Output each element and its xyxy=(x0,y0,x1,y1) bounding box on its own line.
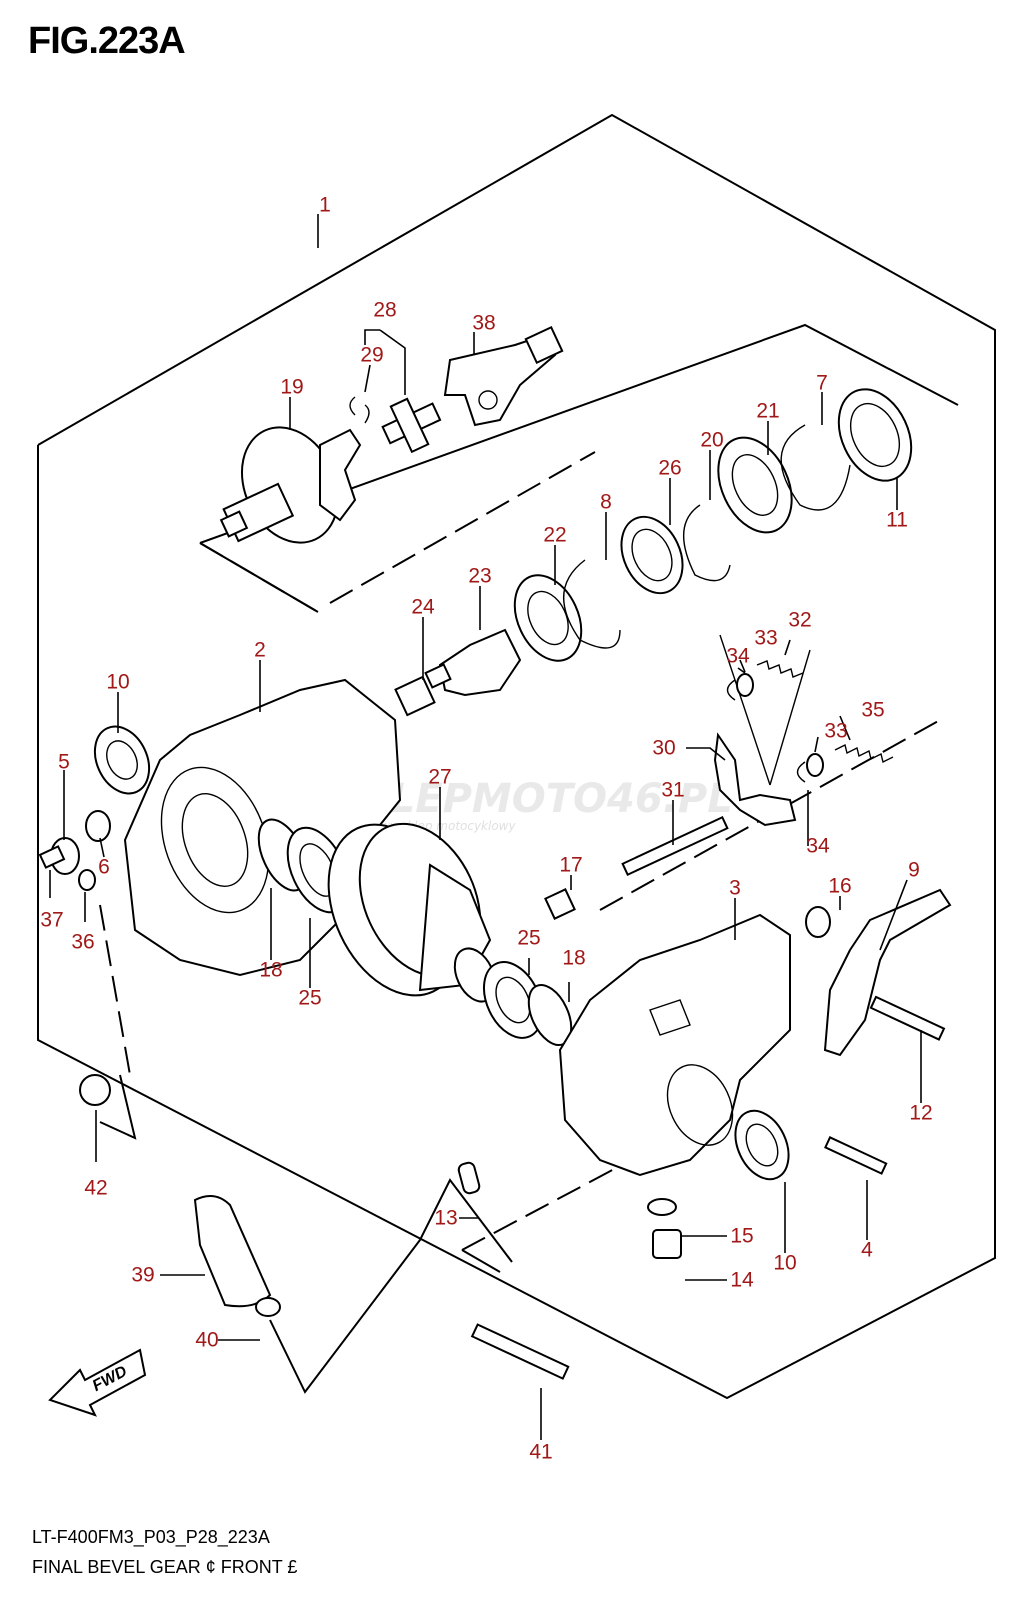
callout: 33 xyxy=(754,627,777,650)
callout: 22 xyxy=(543,524,566,547)
callout: 24 xyxy=(411,596,435,619)
callout: 11 xyxy=(886,509,908,532)
callout: 15 xyxy=(730,1225,753,1248)
callout: 34 xyxy=(806,835,830,858)
figure-footer: LT-F400FM3_P03_P28_223A FINAL BEVEL GEAR… xyxy=(32,1522,297,1582)
rear-case-3 xyxy=(558,913,791,1177)
callout: 2 xyxy=(254,639,266,662)
callout: 41 xyxy=(529,1441,552,1464)
callout: 29 xyxy=(360,344,383,367)
figure-title: FIG.223A xyxy=(28,20,186,62)
callout: 36 xyxy=(71,931,94,954)
callout: 13 xyxy=(434,1207,457,1230)
callout: 31 xyxy=(661,779,684,802)
callout: 39 xyxy=(131,1264,154,1287)
callout: 14 xyxy=(730,1269,754,1292)
callout-labels: 1 2 3 4 5 6 7 8 9 10 10 11 12 13 14 15 1… xyxy=(40,194,932,1464)
callout: 32 xyxy=(788,609,811,632)
callout: 25 xyxy=(298,987,321,1010)
callout: 33 xyxy=(824,720,847,743)
universal-joint-28 xyxy=(349,396,442,454)
figure-code: LT-F400FM3_P03_P28_223A xyxy=(32,1527,270,1547)
callout: 4 xyxy=(861,1239,873,1262)
left-small-parts xyxy=(38,725,151,891)
callout: 16 xyxy=(828,875,851,898)
callout: 26 xyxy=(658,457,681,480)
yoke-shaft-38 xyxy=(443,325,564,427)
callout: 42 xyxy=(84,1177,107,1200)
callout: 10 xyxy=(106,671,129,694)
callout: 37 xyxy=(40,909,63,932)
bearings-upper xyxy=(513,388,913,662)
figure-caption: FINAL BEVEL GEAR ¢ FRONT £ xyxy=(32,1557,298,1577)
leader-lines xyxy=(49,214,922,1440)
bearing-25-right xyxy=(482,961,573,1046)
shift-fork-assembly xyxy=(621,634,894,877)
callout: 23 xyxy=(468,565,491,588)
callout: 28 xyxy=(373,299,396,322)
flange-yoke-19 xyxy=(219,426,362,544)
ring-gear-27 xyxy=(327,822,497,1003)
callout: 30 xyxy=(652,737,675,760)
callout: 1 xyxy=(319,194,331,217)
callout: 5 xyxy=(58,751,70,774)
callout: 19 xyxy=(280,376,303,399)
callout: 18 xyxy=(562,947,585,970)
callout: 21 xyxy=(756,400,779,423)
part-17 xyxy=(544,888,576,920)
callout: 3 xyxy=(729,877,741,900)
callout: 10 xyxy=(773,1252,796,1275)
callout: 6 xyxy=(98,856,110,879)
callout: 12 xyxy=(909,1102,932,1125)
callout: 8 xyxy=(600,491,612,514)
bottom-left-parts xyxy=(79,1074,570,1380)
callout: 20 xyxy=(700,429,723,452)
callout: 27 xyxy=(428,766,451,789)
callout: 9 xyxy=(908,859,920,882)
pinion-gear-23 xyxy=(394,628,522,717)
callout: 38 xyxy=(472,312,495,335)
callout: 17 xyxy=(559,854,582,877)
callout: 18 xyxy=(259,959,282,982)
callout: 7 xyxy=(816,372,828,395)
callout: 35 xyxy=(861,699,884,722)
callout: 34 xyxy=(726,645,750,668)
fwd-arrow: FWD xyxy=(48,1348,147,1417)
callout: 25 xyxy=(517,927,540,950)
lower-right-parts xyxy=(457,1109,888,1259)
right-bracket-parts xyxy=(805,888,952,1057)
assembly-outline xyxy=(37,113,996,1400)
callout: 40 xyxy=(195,1329,218,1352)
